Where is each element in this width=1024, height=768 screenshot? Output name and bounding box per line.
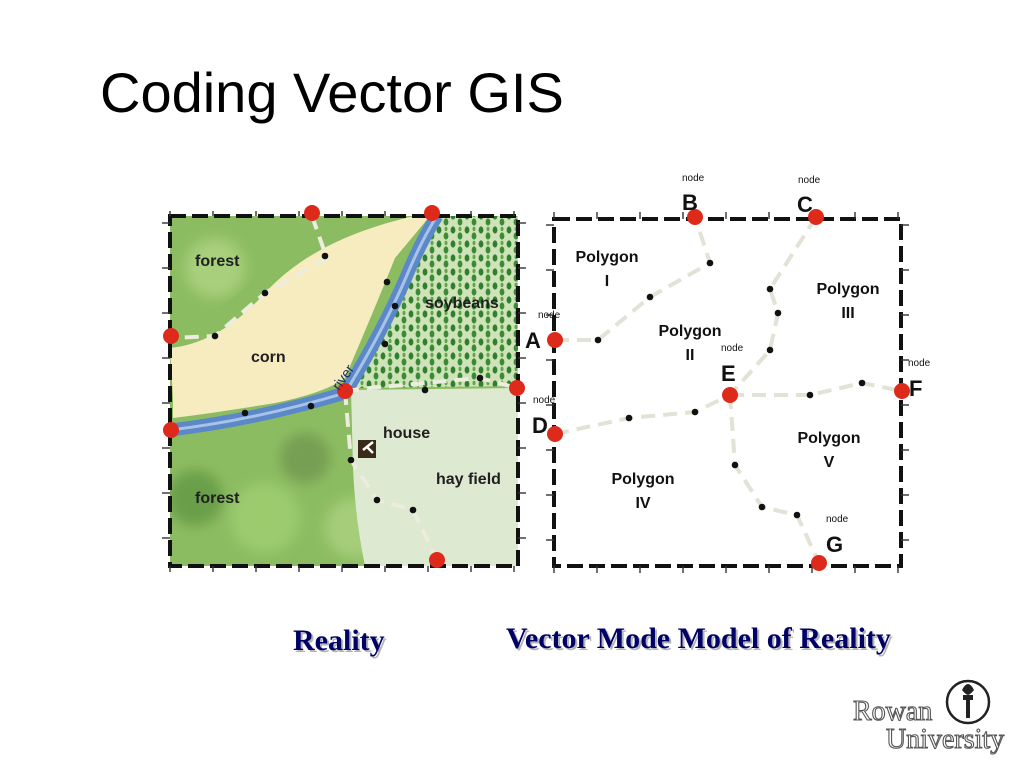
node-g-caption: node [826, 514, 849, 525]
node-g-label: G [826, 532, 843, 557]
polygon-3-numeral: III [841, 305, 854, 322]
node-c-label: C [797, 192, 813, 217]
hay-field [351, 388, 518, 566]
node-f-marker [894, 383, 910, 399]
polygon-1-word: Polygon [575, 249, 638, 266]
label-forest-top: forest [195, 253, 240, 270]
map-frame-ticks [162, 211, 526, 572]
node-d-label: D [532, 413, 548, 438]
node-g-marker [811, 555, 827, 571]
polygon-1-numeral: I [605, 273, 609, 290]
vector-model-diagram: node node node node node node node A B C… [525, 173, 931, 573]
node-d-marker [547, 426, 563, 442]
node-b-caption: node [682, 173, 705, 184]
polygon-5-word: Polygon [797, 430, 860, 447]
node-b-label: B [682, 190, 698, 215]
node-c-caption: node [798, 175, 821, 186]
torch-icon [945, 679, 991, 725]
caption-reality: Reality [293, 624, 385, 657]
label-house: house [383, 425, 430, 442]
map-vertices [211, 252, 484, 514]
polygon-3-word: Polygon [816, 281, 879, 298]
node-b-marker [687, 209, 703, 225]
polygon-5-numeral: V [824, 454, 835, 471]
label-forest-bottom: forest [195, 490, 240, 507]
map-nodes [163, 205, 525, 568]
rowan-university-logo: Rowan University [852, 679, 1005, 756]
house-icon [358, 440, 376, 458]
node-f-label: F [909, 376, 922, 401]
node-a-caption: node [538, 310, 561, 321]
map-terrain [170, 216, 518, 566]
node-a-marker [547, 332, 563, 348]
slide-title: Coding Vector GIS [100, 61, 564, 124]
node-f-caption: node [908, 358, 931, 369]
polygon-2-numeral: II [686, 347, 695, 364]
label-soybeans: soybeans [425, 295, 499, 312]
corn-field [170, 216, 430, 418]
reality-map: forest corn soybeans house forest river … [162, 205, 526, 572]
logo-line-2: University [886, 724, 1004, 755]
soybean-field [355, 216, 518, 388]
logo-line-1: Rowan [853, 696, 932, 727]
node-e-label: E [721, 361, 736, 386]
node-e-caption: node [721, 343, 744, 354]
map-frame [168, 214, 520, 568]
model-vertices [594, 259, 866, 519]
caption-vector-model: Vector Mode Model of Reality [506, 622, 891, 655]
model-nodes [547, 209, 910, 571]
svg-text:hay field: hay field [436, 471, 501, 488]
node-c-marker [808, 209, 824, 225]
node-e-marker [722, 387, 738, 403]
polygon-2-word: Polygon [658, 323, 721, 340]
node-a-label: A [525, 328, 541, 353]
polygon-4-word: Polygon [611, 471, 674, 488]
label-corn: corn [251, 349, 286, 366]
label-hay-field: hay field [436, 471, 501, 488]
node-d-caption: node [533, 395, 556, 406]
polygon-4-numeral: IV [635, 495, 650, 512]
